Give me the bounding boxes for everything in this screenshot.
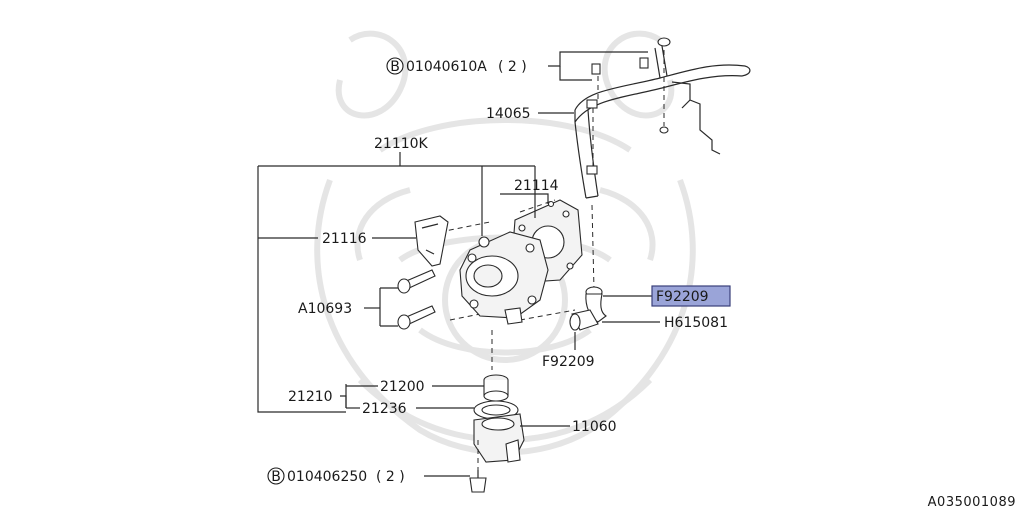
callout-lines [257,51,660,477]
label-a10693[interactable]: A10693 [298,301,352,317]
b-marker-circle [386,57,404,75]
label-01040610a: 01040610A [406,59,487,75]
highlight-box [651,285,731,307]
label-01040610a-qty: ( 2 ) [498,59,527,75]
label-21200[interactable]: 21200 [380,379,425,395]
label-14065[interactable]: 14065 [486,106,531,122]
diagram-reference-code: A035001089 [927,495,1016,510]
label-010406250: 010406250 [287,469,367,485]
b-marker-circle-2 [267,467,285,485]
label-21114[interactable]: 21114 [514,178,559,194]
gasket-21116-drawing [414,215,449,267]
b-marker-letter-2: B [271,469,281,485]
label-21116[interactable]: 21116 [322,231,367,247]
hose-14065-drawing [574,37,751,199]
thermostat-assembly-drawing [469,330,525,493]
b-marker-letter: B [390,59,400,75]
callout-f92209-highlighted[interactable]: F92209 [651,285,731,307]
guide-dash-7 [519,199,556,213]
label-21236[interactable]: 21236 [362,401,407,417]
label-010406250-qty: ( 2 ) [376,469,405,485]
label-21110k[interactable]: 21110K [374,136,429,152]
callout-b-010406250[interactable]: B 010406250 ( 2 ) [267,467,405,485]
label-f92209-bottom[interactable]: F92209 [542,354,595,370]
label-11060[interactable]: 11060 [572,419,617,435]
callout-b-01040610a[interactable]: B 01040610A ( 2 ) [386,57,527,75]
guide-dash-8 [449,311,491,321]
elbow-hose-h615081-drawing [569,286,607,331]
label-h615081[interactable]: H615081 [664,315,728,331]
guide-dash-5 [519,309,576,321]
label-f92209-top: F92209 [656,289,709,305]
label-21210[interactable]: 21210 [288,389,333,405]
water-pump-21110k-drawing [459,231,549,325]
bolts-a10693-drawing [397,269,436,330]
